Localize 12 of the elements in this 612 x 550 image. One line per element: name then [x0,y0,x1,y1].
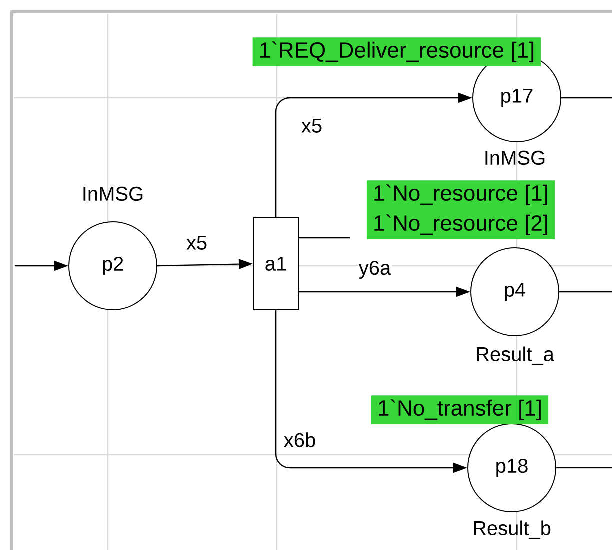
arc-label: y6a [358,260,392,280]
marking-box: 1`No_resource [1] 1`No_resource [2] [366,180,556,240]
place-name: Result_a [477,346,554,366]
marking-box: 1`No_transfer [1] [371,396,549,424]
place-name: InMSG [486,150,545,166]
arc-label: x5 [300,118,324,134]
arc-label: x6b [282,432,318,448]
transition-box: a1 [253,218,299,310]
place-name: InMSG [84,186,143,202]
marking-box: 1`REQ_Deliver_resource [1] [252,38,542,66]
place-name: Result_b [474,520,551,540]
arc-label: x5 [185,235,209,251]
